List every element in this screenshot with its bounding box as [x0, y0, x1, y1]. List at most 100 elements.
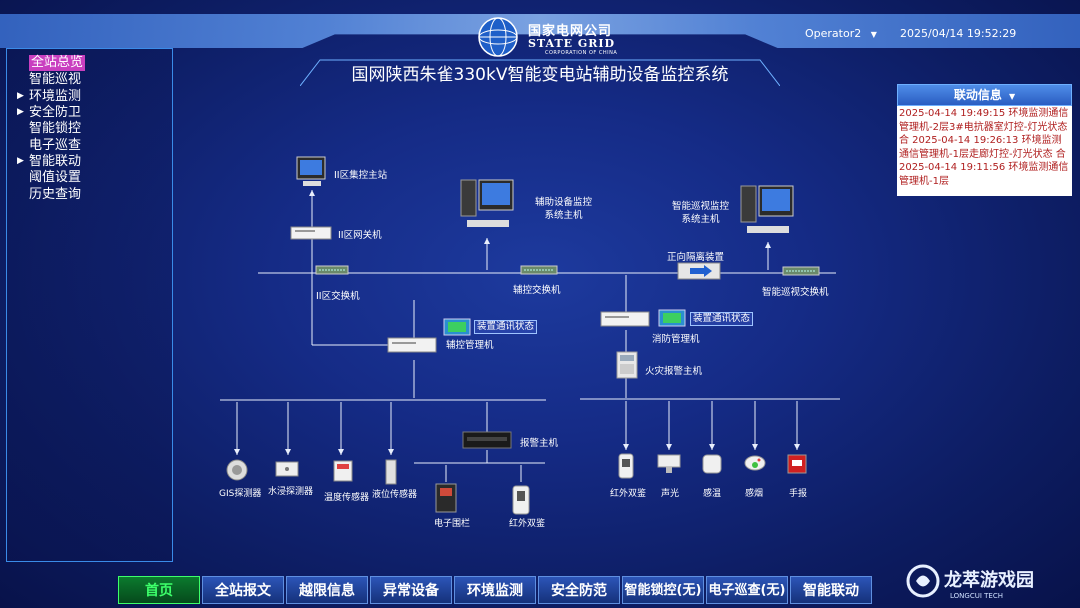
- expand-arrow-icon[interactable]: ▶: [17, 156, 24, 166]
- device-label: 红外双鉴: [509, 519, 546, 529]
- title-frame: [300, 59, 780, 86]
- aux-host-label: 辅助设备监控 系统主机: [535, 197, 593, 221]
- arrow-icon: [309, 190, 315, 196]
- arrow-icon: [709, 444, 715, 450]
- arrow-icon: [484, 238, 490, 244]
- fire-alarm-panel-icon: [616, 351, 638, 379]
- switch-icon: [782, 266, 820, 276]
- device-label: 液位传感器: [372, 490, 418, 500]
- tab-e-patrol[interactable]: 电子巡查(无): [706, 576, 788, 604]
- expand-arrow-icon[interactable]: ▶: [17, 107, 24, 117]
- device-label: 感温: [703, 489, 722, 499]
- sidebar-item-e-patrol[interactable]: 电子巡查: [29, 138, 82, 153]
- tab-lock[interactable]: 智能锁控(无): [622, 576, 704, 604]
- fire-alarm-host-label: 火灾报警主机: [645, 366, 703, 377]
- level-sensor-icon: [385, 459, 397, 485]
- bottom-nav: 首页 全站报文 越限信息 异常设备 环境监测 安全防范 智能锁控(无) 电子巡查…: [118, 576, 878, 606]
- ii-gateway-label: II区网关机: [338, 230, 382, 241]
- sidebar-menu: 全站总览 智能巡视 ▶ 环境监测 ▶ 安全防卫 智能锁控 电子巡查 ▶ 智能联动…: [6, 48, 173, 562]
- tab-overlimit[interactable]: 越限信息: [286, 576, 368, 604]
- watermark-subtext: LONGCUI TECH: [950, 592, 1003, 600]
- sidebar-item-security[interactable]: 安全防卫: [29, 105, 82, 120]
- tab-home[interactable]: 首页: [118, 576, 200, 604]
- arrow-icon: [752, 444, 758, 450]
- sound-light-alarm-icon: [657, 454, 681, 473]
- tab-all-messages[interactable]: 全站报文: [202, 576, 284, 604]
- computer-icon: [460, 179, 514, 227]
- linkage-info-list[interactable]: 2025-04-14 19:49:15 环境监测通信管理机-2层3#电抗器室灯控…: [897, 106, 1072, 196]
- status-device-icon: [443, 318, 471, 336]
- sidebar-item-patrol[interactable]: 智能巡视: [29, 72, 82, 87]
- switch-icon: [315, 265, 349, 275]
- linkage-info-title: 联动信息: [953, 88, 1002, 102]
- device-label: 感烟: [745, 489, 764, 499]
- ii-switch-label: II区交换机: [316, 291, 360, 302]
- linkage-info-panel: 联动信息 ▼ 2025-04-14 19:49:15 环境监测通信管理机-2层3…: [897, 84, 1072, 196]
- temperature-sensor-icon: [333, 460, 353, 482]
- operator-name: Operator2: [805, 27, 862, 40]
- expand-arrow-icon[interactable]: ▶: [17, 91, 24, 101]
- system-title: 国网陕西朱雀330kV智能变电站辅助设备监控系统: [351, 65, 729, 85]
- device-label: 电子围栏: [434, 519, 471, 529]
- arrow-icon: [794, 444, 800, 450]
- state-grid-logo-icon: [478, 17, 518, 57]
- water-sensor-icon: [275, 461, 299, 477]
- company-name-en: STATE GRID: [528, 37, 616, 50]
- tab-security[interactable]: 安全防范: [538, 576, 620, 604]
- gis-detector-icon: [226, 459, 248, 481]
- sidebar-item-lock[interactable]: 智能锁控: [29, 121, 82, 136]
- computer-icon: [740, 185, 794, 233]
- tab-environment[interactable]: 环境监测: [454, 576, 536, 604]
- isolator-label: 正向隔离装置: [667, 252, 725, 263]
- sidebar-item-overview[interactable]: 全站总览: [29, 55, 86, 71]
- company-name-cn: 国家电网公司: [528, 24, 613, 39]
- arrow-icon: [285, 449, 291, 455]
- server-icon: [600, 311, 650, 327]
- device-label: 温度传感器: [324, 493, 370, 503]
- arrow-icon: [666, 444, 672, 450]
- fence-icon: [435, 483, 457, 513]
- infrared-detector-icon: [618, 453, 634, 479]
- aux-switch-label: 辅控交换机: [513, 285, 561, 296]
- tab-linkage[interactable]: 智能联动: [790, 576, 872, 604]
- linkage-info-header[interactable]: 联动信息 ▼: [897, 84, 1072, 106]
- manual-alarm-button-icon: [787, 454, 807, 474]
- heat-detector-icon: [702, 454, 722, 474]
- aux-manager-label: 辅控管理机: [446, 340, 494, 351]
- sidebar-item-history[interactable]: 历史查询: [29, 187, 82, 202]
- operator-dropdown[interactable]: Operator2 ▼: [805, 27, 877, 40]
- tab-abnormal[interactable]: 异常设备: [370, 576, 452, 604]
- alarm-host-icon: [462, 431, 512, 449]
- computer-icon: [296, 156, 326, 186]
- clock: 2025/04/14 19:52:29: [900, 27, 1017, 40]
- alarm-host-label: 报警主机: [520, 438, 559, 449]
- device-label: 水浸探测器: [268, 487, 314, 497]
- watermark-text: 龙萃游戏园: [944, 570, 1034, 591]
- infrared-detector-icon: [512, 485, 530, 515]
- sidebar-item-threshold[interactable]: 阈值设置: [29, 170, 82, 185]
- sidebar-item-linkage[interactable]: 智能联动: [29, 154, 82, 169]
- sidebar-item-environment[interactable]: 环境监测: [29, 89, 82, 104]
- company-subtitle: CORPORATION OF CHINA: [545, 50, 618, 56]
- arrow-icon: [388, 449, 394, 455]
- device-label: 手报: [789, 489, 808, 499]
- isolator-icon: [677, 262, 721, 280]
- chevron-down-icon: ▼: [870, 30, 877, 39]
- device-label: GIS探测器: [219, 489, 262, 499]
- header: 国家电网公司 STATE GRID CORPORATION OF CHINA 国…: [0, 0, 1080, 88]
- ii-master-label: II区集控主站: [334, 170, 388, 181]
- fire-manager-label: 消防管理机: [652, 334, 700, 345]
- status-device-icon: [658, 309, 686, 327]
- device-label: 红外双鉴: [610, 489, 647, 499]
- switch-icon: [520, 265, 558, 275]
- arrow-icon: [765, 242, 771, 248]
- server-icon: [290, 226, 332, 240]
- device-label: 声光: [661, 489, 680, 499]
- patrol-host-label: 智能巡视监控 系统主机: [672, 201, 730, 225]
- comm-status-button[interactable]: 装置通讯状态: [474, 320, 538, 334]
- arrow-icon: [623, 444, 629, 450]
- arrow-icon: [234, 449, 240, 455]
- comm-status-button[interactable]: 装置通讯状态: [690, 312, 754, 326]
- chevron-down-icon: ▼: [1009, 92, 1016, 101]
